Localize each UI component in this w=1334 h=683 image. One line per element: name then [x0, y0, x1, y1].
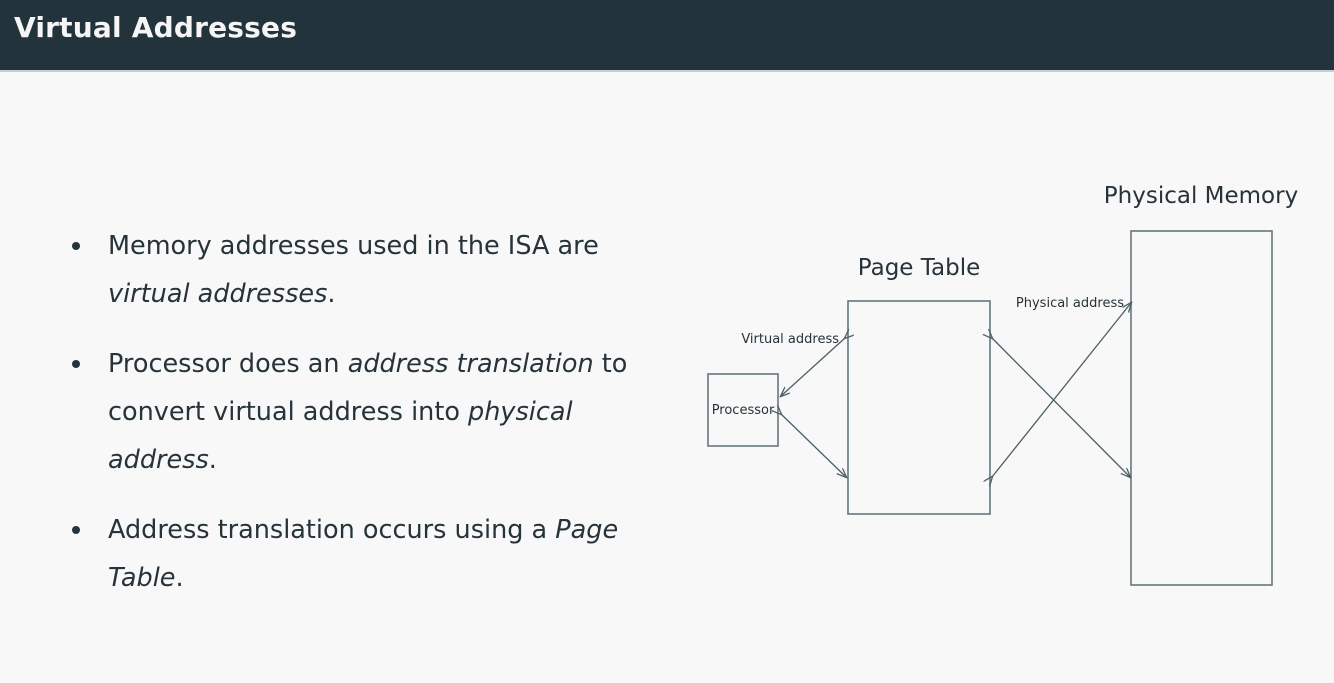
bullet-list: Memory addresses used in the ISA are vir… [62, 222, 662, 624]
physical-address-label: Physical address [1016, 296, 1124, 311]
bullet-text: Address translation occurs using a Page … [108, 515, 619, 593]
bullet-marker-icon [72, 360, 80, 368]
page-title: Virtual Addresses [14, 11, 298, 44]
bullet-marker-icon [72, 526, 80, 534]
physical-memory-heading: Physical Memory [1104, 183, 1298, 209]
arrow-processor-to-page-table-lower [781, 414, 846, 477]
bullet-item-virtual-addresses: Memory addresses used in the ISA are vir… [62, 222, 662, 318]
page-table-heading: Page Table [858, 255, 980, 281]
bullet-text: Processor does an address translation to… [108, 349, 628, 475]
address-translation-diagram: Page Table Physical Memory Processor Vir… [690, 160, 1334, 620]
processor-box-label: Processor [712, 403, 775, 418]
bullet-item-address-translation: Processor does an address translation to… [62, 340, 662, 484]
slide-title-bar: Virtual Addresses [0, 0, 1334, 70]
bullet-marker-icon [72, 242, 80, 250]
arrow-page-table-to-memory-descending [992, 338, 1130, 477]
page-table-box [847, 300, 991, 515]
physical-memory-box [1130, 230, 1273, 586]
title-divider [0, 70, 1334, 72]
bullet-item-page-table: Address translation occurs using a Page … [62, 506, 662, 602]
arrow-page-table-to-memory-ascending [992, 303, 1131, 477]
virtual-address-label: Virtual address [741, 332, 839, 347]
arrow-processor-to-page-table-upper [781, 338, 845, 396]
bullet-text: Memory addresses used in the ISA are vir… [108, 231, 599, 309]
